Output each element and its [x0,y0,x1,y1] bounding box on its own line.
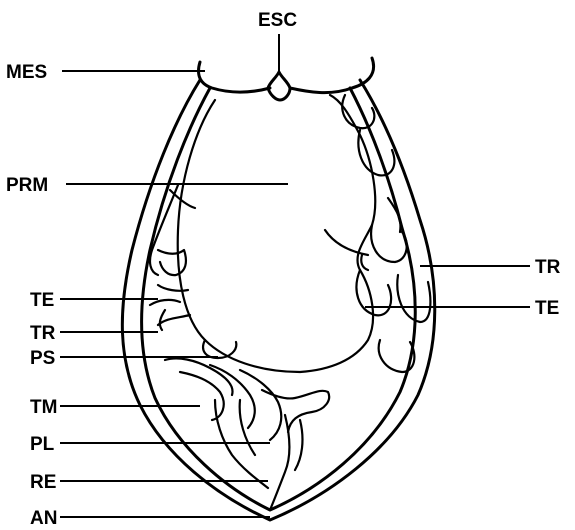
label-prm: PRM [6,175,48,196]
label-esc: ESC [258,10,297,31]
label-tr-right: TR [535,257,561,278]
label-an: AN [30,508,57,529]
label-te-left: TE [30,290,54,311]
label-mes: MES [6,62,47,83]
left-trabecular-network [150,185,195,330]
label-re: RE [30,472,56,493]
label-tm: TM [30,397,57,418]
label-tr-left: TR [30,323,56,344]
prm-cavity [178,95,375,372]
esc-structure [268,72,290,100]
lower-folds [165,340,329,510]
label-te-right: TE [535,298,559,319]
inner-body-wall [142,88,416,510]
label-ps: PS [30,348,55,369]
label-pl: PL [30,434,55,455]
top-membrane [199,58,374,93]
